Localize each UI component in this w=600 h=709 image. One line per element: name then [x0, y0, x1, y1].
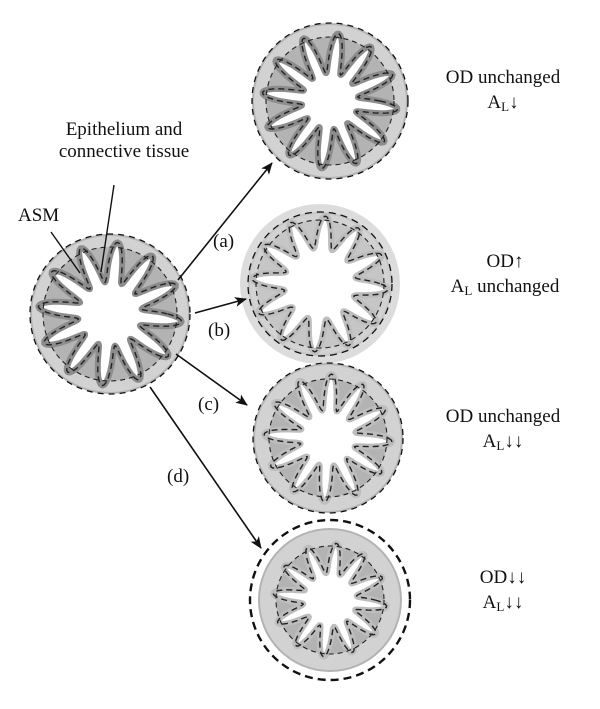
airway-c-outer-boundary — [252, 362, 404, 514]
airway-d-outer-boundary — [248, 518, 412, 682]
epithelium-label-line1: Epithelium and — [65, 119, 183, 140]
airway-d-fold-outline — [272, 542, 388, 658]
status-d-od: OD↓↓ — [479, 567, 527, 588]
airway-b — [240, 204, 400, 364]
airway-original — [29, 233, 191, 395]
airway-d-asm-band — [260, 530, 400, 670]
airway-a-outer-boundary — [251, 22, 409, 180]
epithelium-label-line2: connective tissue — [58, 140, 190, 162]
airway-d — [248, 518, 412, 682]
airway-d-asm-boundary — [275, 545, 385, 655]
status-c: OD unchanged AL↓↓ — [428, 405, 578, 455]
status-a-od: OD unchanged — [445, 67, 561, 88]
airway-original-asm-band — [32, 236, 188, 392]
status-b-od: OD↑ — [486, 251, 524, 272]
asm-label-text: ASM — [18, 205, 60, 226]
airway-b-asm-boundary — [255, 219, 385, 349]
status-c-od: OD unchanged — [445, 406, 561, 427]
asm-pointer — [50, 231, 81, 274]
arrow-b — [194, 297, 247, 314]
status-d-al: AL↓↓ — [482, 591, 524, 614]
branch-tag-c: (c) — [198, 394, 220, 415]
branch-tag-a: (a) — [213, 231, 235, 252]
status-a-al: AL↓ — [487, 91, 519, 114]
epithelium-label: Epithelium and connective tissue — [34, 119, 214, 163]
airway-original-fold-outline — [37, 241, 183, 387]
status-d: OD↓↓ AL↓↓ — [438, 566, 568, 616]
status-b: OD↑ AL unchanged — [425, 250, 585, 300]
airway-original-outer-boundary — [29, 233, 191, 395]
arrow-c — [175, 353, 248, 406]
branch-tag-b: (b) — [208, 320, 231, 341]
arrow-a — [177, 162, 273, 281]
airway-a-asm-band — [254, 25, 406, 177]
airway-a-asm-boundary — [265, 36, 395, 166]
branch-tag-d: (d) — [167, 466, 190, 487]
airway-cross-sections — [29, 22, 412, 682]
arrow-d — [149, 386, 262, 549]
airway-c — [252, 362, 404, 514]
airway-b-outer-boundary — [247, 211, 393, 357]
status-a: OD unchanged AL↓ — [428, 66, 578, 116]
status-c-al: AL↓↓ — [482, 430, 524, 453]
epithelium-pointer — [100, 184, 115, 273]
airway-c-asm-boundary — [268, 378, 388, 498]
airway-a — [251, 22, 409, 180]
airway-original-asm-boundary — [42, 246, 178, 382]
status-b-al: AL unchanged — [450, 275, 560, 298]
asm-label: ASM — [18, 205, 59, 227]
airway-a-fold-outline — [261, 32, 399, 170]
airway-c-fold-outline — [263, 373, 393, 503]
airway-c-asm-band — [255, 365, 401, 511]
branch-arrows — [50, 162, 273, 549]
airway-b-fold-outline — [251, 215, 389, 353]
